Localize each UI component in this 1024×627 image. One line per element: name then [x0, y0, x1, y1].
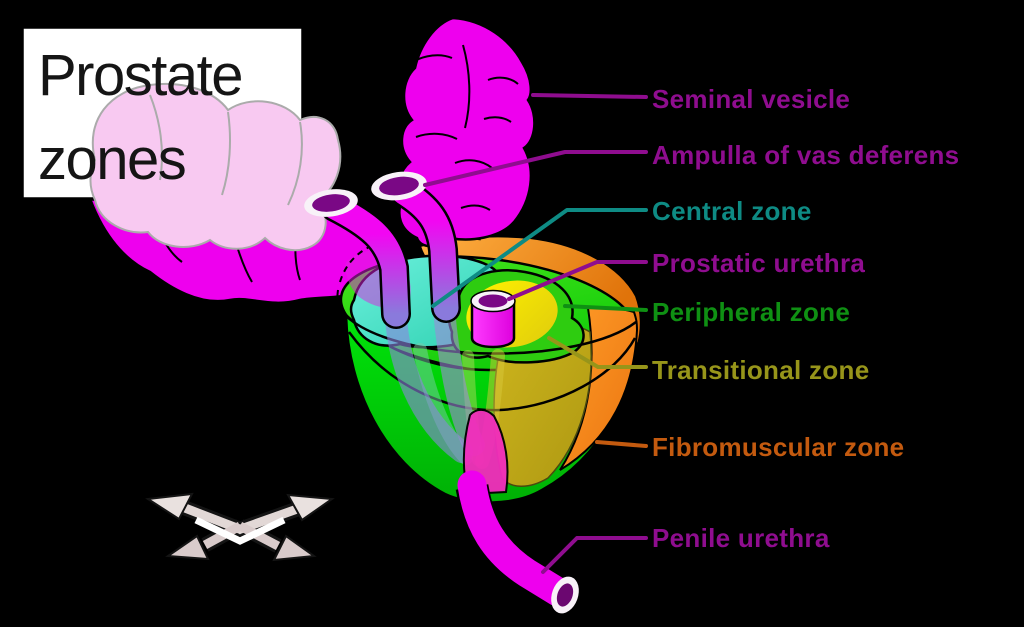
vas-deferens-opening-right [371, 171, 427, 201]
front-rim-line [345, 315, 637, 355]
title-line-1: Prostate [38, 43, 244, 108]
penile-urethra-tube [455, 470, 579, 614]
leader-line-seminal-vesicle [531, 93, 648, 99]
orientation-arrows-icon [145, 492, 335, 562]
leader-line-ampulla-of-vas-deferens [423, 150, 648, 187]
vas-deferens-tube-left [322, 194, 409, 327]
leader-line-central-zone [431, 208, 648, 308]
leader-line-fibromuscular-zone [595, 440, 648, 448]
page-title: Prostate zones [38, 34, 244, 202]
equator-line [347, 331, 637, 412]
leader-line-peripheral-zone [563, 304, 648, 312]
title-line-2: zones [38, 127, 187, 192]
penile-urethra-opening [551, 576, 579, 614]
prostatic-urethra-opening [478, 294, 508, 308]
leader-line-prostatic-urethra [507, 260, 648, 301]
pale-seminal-vesicle [89, 82, 342, 252]
leader-lines [423, 93, 648, 574]
prostatic-urethra-cylinder [470, 289, 516, 349]
leader-line-penile-urethra [541, 536, 648, 574]
leader-line-transitional-zone [547, 336, 648, 369]
vas-deferens-opening-left [304, 189, 358, 217]
